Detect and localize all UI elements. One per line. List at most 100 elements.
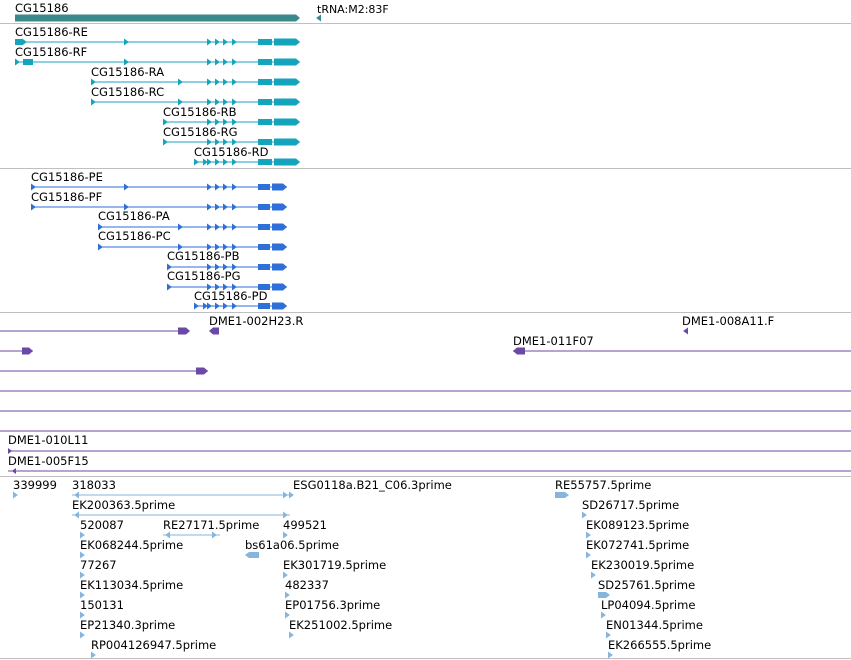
est-label[interactable]: SD25761.5prime: [598, 578, 696, 592]
protein-label[interactable]: CG15186-PB: [167, 249, 240, 263]
exon-block: [274, 38, 300, 46]
est-label[interactable]: 482337: [285, 578, 329, 592]
strand-arrow: [165, 531, 170, 539]
exon-block: [272, 203, 287, 211]
strand-arrow: [232, 38, 237, 46]
est-label[interactable]: EK251002.5prime: [289, 618, 393, 632]
clone-label[interactable]: DME1-002H23.R: [209, 314, 304, 328]
est-label[interactable]: RE27171.5prime: [163, 518, 260, 532]
strand-arrow: [80, 611, 85, 619]
est-label[interactable]: EK113034.5prime: [80, 578, 184, 592]
track-divider: [0, 476, 851, 477]
protein-label[interactable]: CG15186-PE: [31, 170, 103, 184]
est-label[interactable]: EK068244.5prime: [80, 538, 184, 552]
strand-arrow: [215, 183, 220, 191]
strand-arrow: [283, 491, 288, 499]
transcript-label[interactable]: CG15186-RC: [91, 85, 165, 99]
est-label[interactable]: EP01756.3prime: [285, 598, 381, 612]
clone-glyph: [22, 347, 33, 355]
exon-block: [274, 98, 300, 106]
protein-label[interactable]: CG15186-PF: [31, 190, 103, 204]
strand-arrow: [207, 98, 212, 106]
clone-glyph: [209, 327, 219, 335]
strand-arrow: [586, 551, 591, 559]
exon-block: [274, 118, 300, 126]
est-label[interactable]: bs61a06.5prime: [245, 538, 340, 552]
strand-arrow: [232, 183, 237, 191]
est-label[interactable]: EK266555.5prime: [608, 638, 712, 652]
transcript-label[interactable]: CG15186-RG: [163, 125, 238, 139]
est-label[interactable]: EK230019.5prime: [591, 558, 695, 572]
clone-label[interactable]: DME1-005F15: [8, 454, 89, 468]
est-label[interactable]: EK200363.5prime: [72, 498, 176, 512]
est-label[interactable]: 499521: [283, 518, 327, 532]
est-label[interactable]: EK301719.5prime: [283, 558, 387, 572]
strand-arrow: [124, 38, 129, 46]
est-label[interactable]: ESG0118a.B21_C06.3prime: [293, 478, 452, 492]
strand-arrow: [215, 158, 220, 166]
strand-arrow: [223, 98, 228, 106]
strand-arrow: [124, 183, 129, 191]
protein-label[interactable]: CG15186-PG: [167, 269, 241, 283]
est-label[interactable]: RP004126947.5prime: [91, 638, 217, 652]
strand-arrow: [178, 78, 183, 86]
transcript-label[interactable]: CG15186-RA: [91, 65, 165, 79]
strand-arrow: [215, 38, 220, 46]
strand-arrow: [207, 223, 212, 231]
track-divider: [0, 23, 851, 24]
protein-label[interactable]: CG15186-PC: [98, 229, 171, 243]
transcript-label[interactable]: CG15186-RF: [15, 45, 88, 59]
strand-arrow: [212, 531, 217, 539]
strand-arrow: [215, 302, 220, 310]
transcript-label[interactable]: CG15186-RD: [194, 145, 269, 159]
est-label[interactable]: 520087: [80, 518, 124, 532]
est-label[interactable]: EK089123.5prime: [586, 518, 690, 532]
gene-label[interactable]: CG15186: [15, 1, 69, 15]
strand-arrow: [232, 158, 237, 166]
est-label[interactable]: SD26717.5prime: [582, 498, 680, 512]
clone-label[interactable]: DME1-011F07: [513, 334, 594, 348]
strand-arrow: [124, 203, 129, 211]
strand-arrow: [606, 631, 611, 639]
est-label[interactable]: EK072741.5prime: [586, 538, 690, 552]
strand-arrow: [207, 243, 212, 251]
strand-arrow: [207, 118, 212, 126]
strand-arrow: [80, 571, 85, 579]
strand-arrow: [582, 511, 587, 519]
est-label[interactable]: RE55757.5prime: [555, 478, 652, 492]
strand-arrow: [232, 78, 237, 86]
exon-block: [272, 263, 287, 271]
strand-arrow: [223, 138, 228, 146]
transcript-label[interactable]: CG15186-RB: [163, 105, 237, 119]
est-label[interactable]: 339999: [13, 478, 57, 492]
strand-arrow: [223, 58, 228, 66]
clone-label[interactable]: DME1-008A11.F: [682, 314, 775, 328]
strand-arrow: [80, 551, 85, 559]
strand-arrow: [223, 78, 228, 86]
exon-block: [274, 78, 300, 86]
track-divider: [0, 168, 851, 169]
strand-arrow: [11, 468, 16, 474]
strand-arrow: [232, 263, 237, 271]
exon-block: [258, 159, 272, 165]
clone-label[interactable]: DME1-010L11: [8, 433, 89, 447]
transcript-label[interactable]: CG15186-RE: [15, 25, 88, 39]
est-label[interactable]: 77267: [80, 558, 117, 572]
est-label[interactable]: EN01344.5prime: [606, 618, 703, 632]
strand-arrow: [207, 58, 212, 66]
strand-arrow: [178, 243, 183, 251]
exon-block: [272, 302, 287, 310]
est-label[interactable]: 150131: [80, 598, 124, 612]
protein-label[interactable]: CG15186-PA: [98, 209, 170, 223]
strand-arrow: [316, 14, 321, 22]
strand-arrow: [215, 138, 220, 146]
exon-block: [272, 243, 287, 251]
est-label[interactable]: EP21340.3prime: [80, 618, 176, 632]
trna-label[interactable]: tRNA:M2:83F: [317, 3, 389, 16]
est-label[interactable]: 318033: [72, 478, 116, 492]
est-label[interactable]: LP04094.5prime: [601, 598, 696, 612]
strand-arrow: [232, 98, 237, 106]
strand-arrow: [283, 531, 288, 539]
protein-label[interactable]: CG15186-PD: [194, 289, 268, 303]
